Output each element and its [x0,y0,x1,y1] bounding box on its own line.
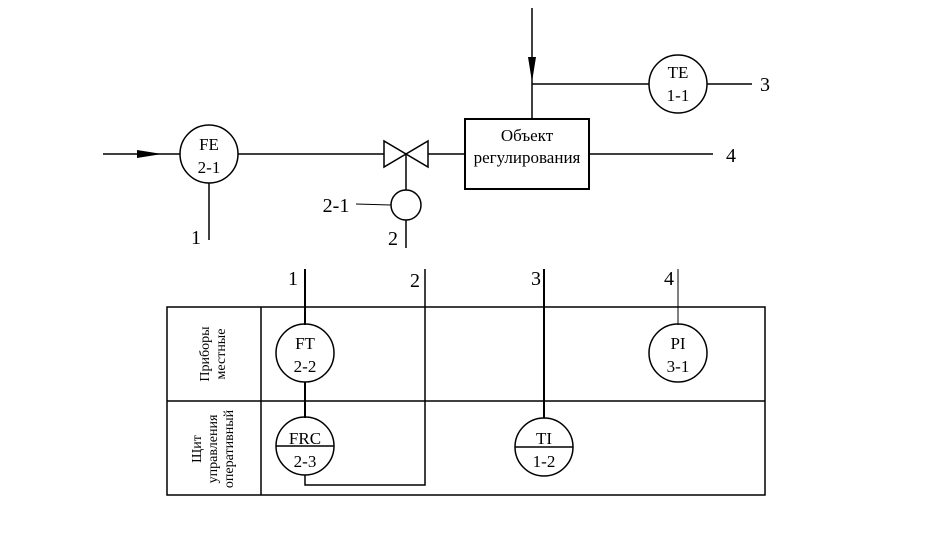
row-label-local: Приборы местные [198,326,229,382]
control-object-box: Объект регулирования [464,118,590,190]
inlet-flow-line [103,150,180,158]
row-panel-line2: управления [206,414,221,483]
pi-number: 3-1 [667,357,690,376]
fe-number: 2-1 [198,158,221,177]
control-object-line2: регулирования [474,148,581,167]
fe-tag: FE [199,135,219,154]
frc-tag: FRC [289,429,321,448]
connection-number-1: 1 [288,268,298,290]
control-valve-icon [383,139,429,190]
instrument-fe: FE 2-1 [179,124,239,184]
instrument-pi: PI 3-1 [648,323,708,383]
process-line-number-1: 1 [191,227,201,249]
ti-tag: TI [536,429,552,448]
instrument-ti: TI 1-2 [514,417,574,477]
row-panel-line1: Щит [190,435,205,463]
te-number: 1-1 [667,86,690,105]
instrument-frc: FRC 2-3 [275,416,335,476]
row-label-panel: Щит управления оперативный [190,409,237,488]
inlet-arrow-icon [137,150,162,158]
row-local-line2: местные [214,329,229,380]
row-local-line1: Приборы [198,326,213,382]
instrument-table [166,306,766,496]
actuator-label: 2-1 [323,195,350,217]
instrument-ft: FT 2-2 [275,323,335,383]
top-inlet-arrow-icon [528,57,536,82]
process-line-number-2: 2 [388,228,398,250]
connection-number-3: 3 [531,268,541,290]
ft-number: 2-2 [294,357,317,376]
process-line-number-3: 3 [760,74,770,96]
connection-number-4: 4 [664,268,674,290]
pi-tag: PI [670,334,685,353]
actuator-icon [390,189,422,221]
ti-number: 1-2 [533,452,556,471]
process-line-number-4: 4 [726,145,736,167]
row-panel-line3: оперативный [222,409,237,488]
te-tag: TE [668,63,689,82]
instrument-te: TE 1-1 [648,54,708,114]
frc-number: 2-3 [294,452,317,471]
top-inlet-line [528,8,536,119]
control-object-line1: Объект [501,126,554,145]
ft-tag: FT [295,334,315,353]
connection-number-2: 2 [410,270,420,292]
